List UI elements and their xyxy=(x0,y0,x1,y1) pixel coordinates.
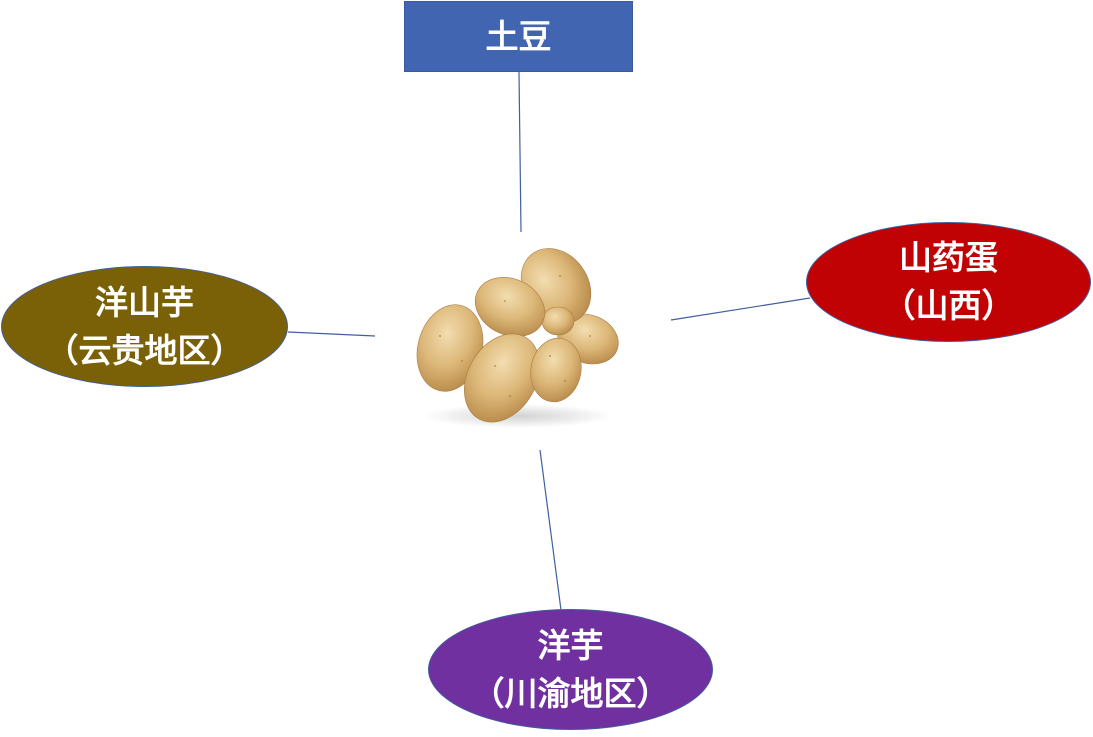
node-yangyu-region: （川渝地区） xyxy=(471,673,670,713)
connector-right xyxy=(670,297,811,321)
connector-top xyxy=(518,71,522,233)
node-yangshanyu-region: （云贵地区） xyxy=(45,330,244,370)
node-yangyu-name: 洋芋 xyxy=(537,625,604,665)
potatoes-image xyxy=(416,248,619,428)
node-tudou[interactable]: 土豆 xyxy=(404,1,633,72)
node-yangyu[interactable]: 洋芋 （川渝地区） xyxy=(428,609,713,730)
node-shanyaodan-name: 山药蛋 xyxy=(899,238,998,277)
node-shanyaodan-region: （山西） xyxy=(882,286,1015,325)
connector-bottom xyxy=(539,449,562,611)
node-yangshanyu[interactable]: 洋山芋 （云贵地区） xyxy=(1,266,288,387)
node-yangshanyu-name: 洋山芋 xyxy=(95,282,194,322)
node-tudou-label: 土豆 xyxy=(485,16,552,56)
node-shanyaodan[interactable]: 山药蛋 （山西） xyxy=(806,222,1091,342)
connector-left xyxy=(287,331,376,337)
